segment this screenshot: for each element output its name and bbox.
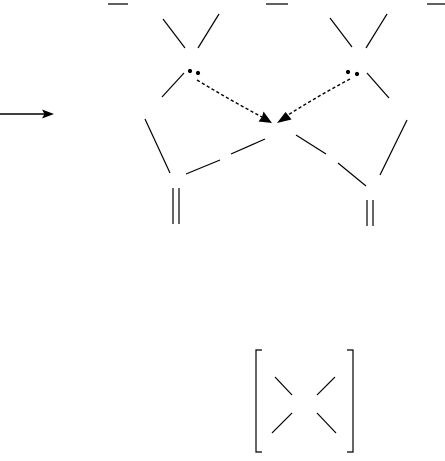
left-lone-pair	[187, 68, 201, 76]
reaction-arrow	[0, 109, 54, 119]
right-lone-pair-dot-1	[345, 69, 351, 75]
left-curly-arrow-head	[258, 111, 272, 123]
left-lone-pair-dot-2	[195, 70, 201, 76]
left-curly-arrow-path	[196, 79, 263, 118]
right-curly-arrow-head	[277, 112, 292, 123]
reaction-arrow-head	[42, 109, 54, 119]
right-bond-3	[366, 72, 390, 99]
left-bond-5	[185, 159, 221, 175]
left-curly-arrow	[196, 79, 272, 123]
left-square-bracket	[255, 349, 262, 453]
left-bond-4	[144, 118, 171, 174]
right-curly-arrow	[277, 78, 351, 123]
product-bond-lower-right	[316, 412, 337, 434]
right-square-bracket	[347, 349, 354, 453]
product-bond-lower-left	[271, 412, 293, 434]
left-bond-1	[162, 18, 186, 49]
right-bond-4	[379, 119, 408, 176]
left-bond-2	[197, 13, 220, 49]
left-bond-3	[161, 72, 185, 98]
product-bond-upper-left	[274, 376, 293, 396]
left-bond-6	[230, 138, 266, 155]
right-bond-6	[295, 134, 327, 155]
right-bond-1	[329, 17, 353, 48]
right-lone-pair-dot-2	[354, 71, 360, 77]
right-curly-arrow-path	[287, 78, 351, 116]
right-bond-5	[337, 162, 367, 187]
left-lone-pair-dot-1	[187, 68, 193, 74]
right-reactant	[295, 13, 408, 226]
left-reactant	[144, 13, 266, 224]
bracketed-product	[255, 349, 354, 453]
right-lone-pair	[345, 69, 360, 77]
right-bond-2	[365, 13, 388, 49]
product-bond-upper-right	[316, 376, 336, 396]
